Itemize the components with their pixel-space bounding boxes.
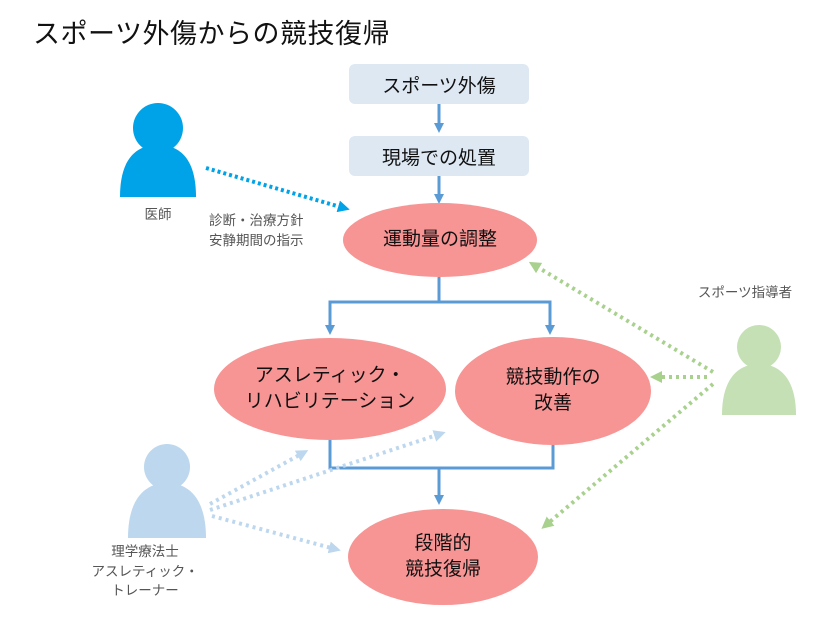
coach-person-icon — [722, 325, 796, 415]
node-exercise-adjust: 運動量の調整 — [343, 203, 537, 277]
therapist-label-line3: トレーナー — [111, 583, 179, 600]
doctor-note-line2: 安静期間の指示 — [209, 232, 304, 249]
therapist-label-line2: アスレティック・ — [91, 563, 199, 580]
doctor-note: 診断・治療方針 安静期間の指示 — [209, 212, 339, 251]
node-sports-injury-label: スポーツ外傷 — [382, 74, 496, 97]
flow-branch-connector — [325, 277, 441, 335]
coach-label: スポーツ指導者 — [697, 285, 793, 301]
flow-merge-connector — [328, 440, 555, 470]
therapist-arrow-to-rehab — [209, 450, 309, 506]
node-skill-improve: 競技動作の 改善 — [455, 337, 651, 445]
coach-arrow-to-return — [541, 382, 715, 529]
doctor-note-line1: 診断・治療方針 — [209, 213, 304, 229]
node-gradual-return: 段階的 競技復帰 — [348, 509, 538, 605]
diagram-title: スポーツ外傷からの競技復帰 — [33, 19, 390, 50]
node-first-aid-label: 現場での処置 — [381, 146, 496, 169]
therapist-arrow-to-return — [211, 514, 341, 554]
node-gradual-return-line1: 段階的 — [414, 532, 472, 555]
flow-branch-connector-right — [439, 300, 555, 335]
node-exercise-adjust-label: 運動量の調整 — [382, 228, 497, 251]
node-athletic-rehab: アスレティック・ リハビリテーション — [214, 338, 446, 440]
therapist-person-icon — [128, 444, 206, 538]
node-skill-improve-line2: 改善 — [533, 392, 572, 414]
node-skill-improve-line1: 競技動作の — [505, 366, 601, 389]
therapist-label: 理学療法士 アスレティック・ トレーナー — [70, 543, 220, 602]
node-athletic-rehab-line2: リハビリテーション — [244, 390, 416, 412]
therapist-arrow-to-skill — [209, 430, 446, 512]
node-athletic-rehab-line1: アスレティック・ — [254, 364, 406, 387]
node-first-aid: 現場での処置 — [349, 136, 529, 176]
doctor-person-icon — [120, 103, 196, 197]
node-gradual-return-line2: 競技復帰 — [404, 558, 481, 580]
therapist-label-line1: 理学療法士 — [111, 544, 179, 560]
doctor-label: 医師 — [144, 207, 172, 223]
doctor-arrow — [205, 166, 350, 213]
node-sports-injury: スポーツ外傷 — [349, 64, 529, 104]
